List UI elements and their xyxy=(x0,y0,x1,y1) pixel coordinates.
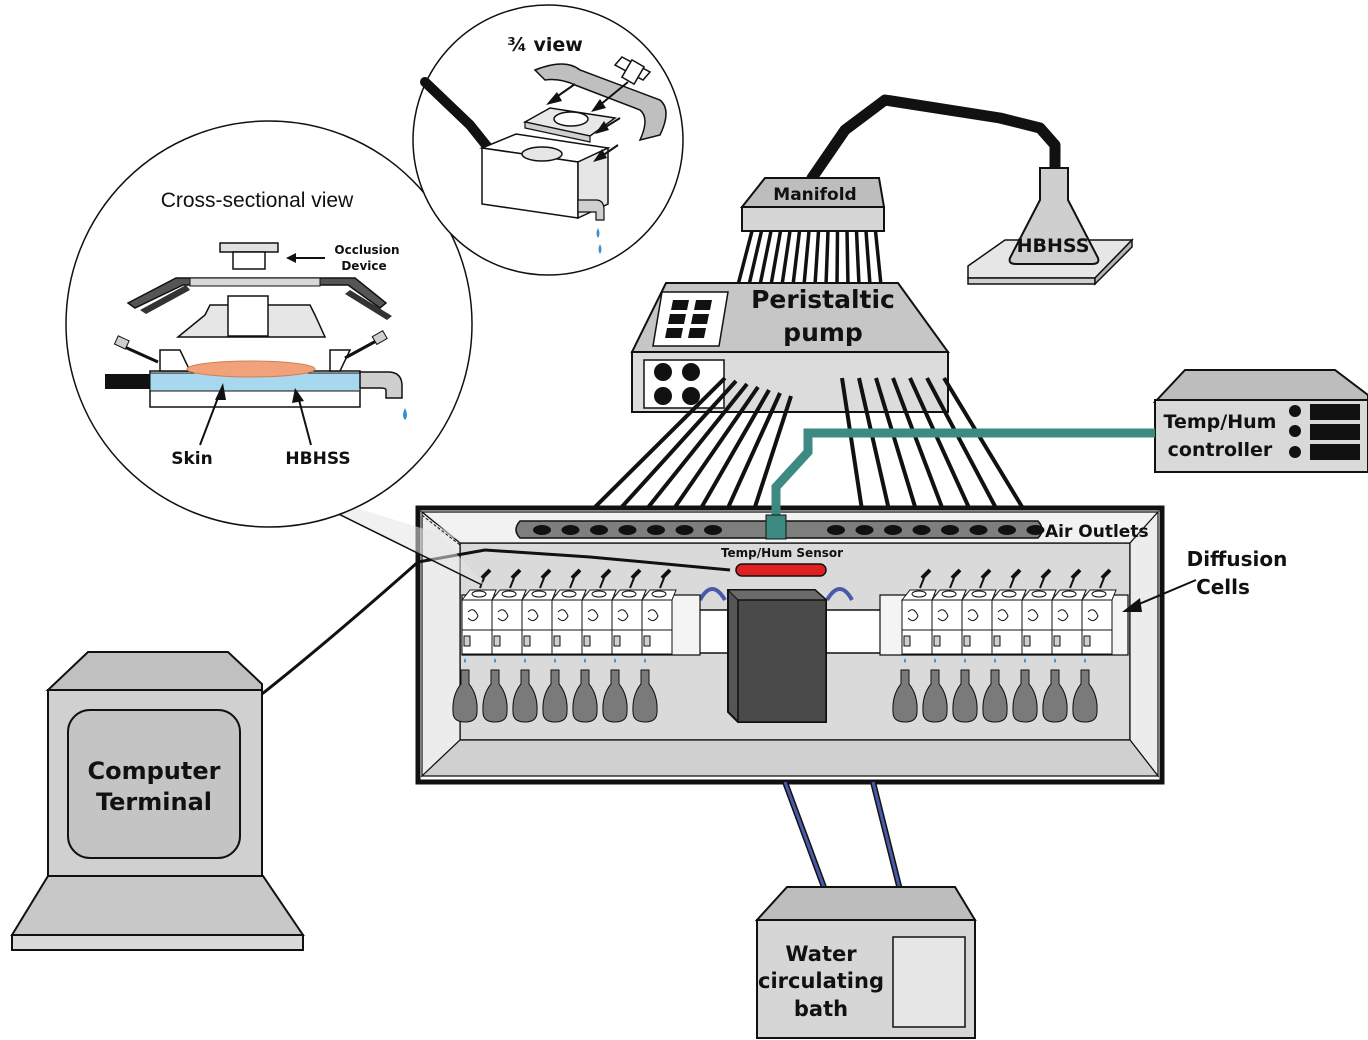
diffusion-cell-array xyxy=(452,568,1129,723)
pump-tube-left xyxy=(698,389,771,511)
manifold-tube xyxy=(845,230,850,286)
air-outlet-hole xyxy=(855,525,874,535)
manifold-tube xyxy=(736,230,754,286)
air-outlet-hole xyxy=(704,525,722,535)
air-outlet-hole xyxy=(912,525,931,535)
water-bath-label-line3: bath xyxy=(794,997,848,1021)
air-outlet-hole xyxy=(941,525,959,535)
air-outlet-hole xyxy=(618,525,637,535)
pump-tube-left xyxy=(725,392,782,511)
water-bath-label-line1: Water xyxy=(785,942,857,966)
environmental-chamber: Air Outlets Temp/Hum Sensor xyxy=(415,505,1165,785)
diffusion-cells-arrow xyxy=(1131,579,1197,608)
skin-sample xyxy=(186,360,316,378)
cross-section-title: Cross-sectional view xyxy=(161,189,354,212)
computer-cable xyxy=(261,560,419,696)
cross-section-callout: Cross-sectional view Occlusion Device xyxy=(65,120,473,528)
pump-tube-right xyxy=(857,377,891,511)
manifold-label: Manifold xyxy=(773,185,856,205)
computer-label-line2: Terminal xyxy=(96,788,212,816)
manifold-tube xyxy=(791,230,802,286)
manifold-tube xyxy=(758,230,773,286)
controller-indicators-icon xyxy=(1289,404,1360,460)
pump-tube-left xyxy=(644,382,749,512)
temp-hum-controller: Temp/Hum controller xyxy=(1152,369,1368,473)
diffusion-cell xyxy=(922,568,967,723)
manifold-tube xyxy=(780,230,792,286)
computer-terminal: Computer Terminal xyxy=(10,651,305,951)
diffusion-cells-label-line1: Diffusion xyxy=(1187,547,1288,571)
manifold-tube xyxy=(854,230,861,286)
diffusion-cell xyxy=(952,568,997,723)
diffusion-cell xyxy=(982,568,1027,723)
hbhss-cross-label: HBHSS xyxy=(285,449,350,469)
pump-tube-right xyxy=(925,377,999,511)
controller-label-line1: Temp/Hum xyxy=(1164,411,1277,433)
pump-tube-left xyxy=(671,385,760,512)
manifold-tube xyxy=(873,230,883,286)
manifold-tube xyxy=(835,230,840,286)
water-circulating-bath: Water circulating bath xyxy=(754,886,977,1039)
air-outlet-hole xyxy=(827,525,845,535)
manifold: Manifold xyxy=(739,177,886,232)
diffusion-cell xyxy=(482,568,527,723)
flask-label: HBHSS xyxy=(1017,235,1090,257)
manifold-to-pump-tubes xyxy=(736,230,883,286)
flask-supply-tube xyxy=(806,94,1061,184)
diffusion-cells-label-line2: Cells xyxy=(1196,575,1250,599)
air-outlet-hole xyxy=(884,525,902,535)
hbhss-flask: HBHSS xyxy=(967,167,1134,286)
manifold-tube xyxy=(864,230,872,286)
three-quarter-view-title: ¾ view xyxy=(507,34,583,56)
diffusion-cell xyxy=(1042,568,1087,723)
diffusion-cell xyxy=(602,568,647,723)
pump-dial-buttons-icon xyxy=(654,363,700,405)
water-bath-label-line2: circulating xyxy=(758,969,884,993)
air-outlet-hole xyxy=(561,525,580,535)
manifold-tube xyxy=(769,230,783,286)
diffusion-cell xyxy=(572,568,617,723)
three-quarter-view-callout: ¾ view xyxy=(412,4,684,276)
temp-hum-sensor xyxy=(735,563,827,577)
air-outlet-hole xyxy=(675,525,694,535)
manifold-tube xyxy=(802,230,811,286)
pump-tube-right xyxy=(874,377,918,511)
diffusion-cell xyxy=(512,568,557,723)
pump-keypad-icon xyxy=(665,300,712,338)
diffusion-cell xyxy=(892,568,937,723)
manifold-tube xyxy=(813,230,821,286)
pump-label-line2: pump xyxy=(783,318,863,347)
pump-tube-right xyxy=(942,376,1026,512)
skin-label: Skin xyxy=(171,449,212,469)
manifold-tube xyxy=(824,230,830,286)
pump-label-line1: Peristaltic xyxy=(751,285,895,314)
occlusion-label-line2: Device xyxy=(341,259,386,273)
pump-tube-right xyxy=(840,377,864,511)
air-outlets-label: Air Outlets xyxy=(1045,522,1149,542)
air-outlet-hole xyxy=(590,525,608,535)
pump-tube-right xyxy=(891,377,945,511)
air-outlet-holes xyxy=(533,525,1045,535)
diffusion-cell xyxy=(542,568,587,723)
pump-tube-left xyxy=(617,379,738,512)
computer-label-line1: Computer xyxy=(88,757,221,785)
pump-tube-left xyxy=(752,395,793,511)
temp-hum-sensor-label: Temp/Hum Sensor xyxy=(721,546,843,560)
air-outlet-hole xyxy=(647,525,665,535)
diffusion-cell xyxy=(1012,568,1057,723)
air-outlet-hole xyxy=(998,525,1016,535)
temp-hum-line xyxy=(771,428,1155,520)
air-outlet-hole xyxy=(1026,525,1045,535)
pump-tube-right xyxy=(908,377,972,511)
diffusion-cell xyxy=(1072,568,1117,723)
diffusion-cell xyxy=(632,568,677,723)
controller-label-line2: controller xyxy=(1168,439,1273,461)
manifold-tube xyxy=(747,230,764,286)
air-outlet-hole xyxy=(969,525,988,535)
pump-tube-left xyxy=(590,376,727,512)
air-outlet-hole xyxy=(533,525,551,535)
occlusion-label-line1: Occlusion xyxy=(334,243,399,257)
pump-to-cell-tubes xyxy=(590,376,1026,512)
